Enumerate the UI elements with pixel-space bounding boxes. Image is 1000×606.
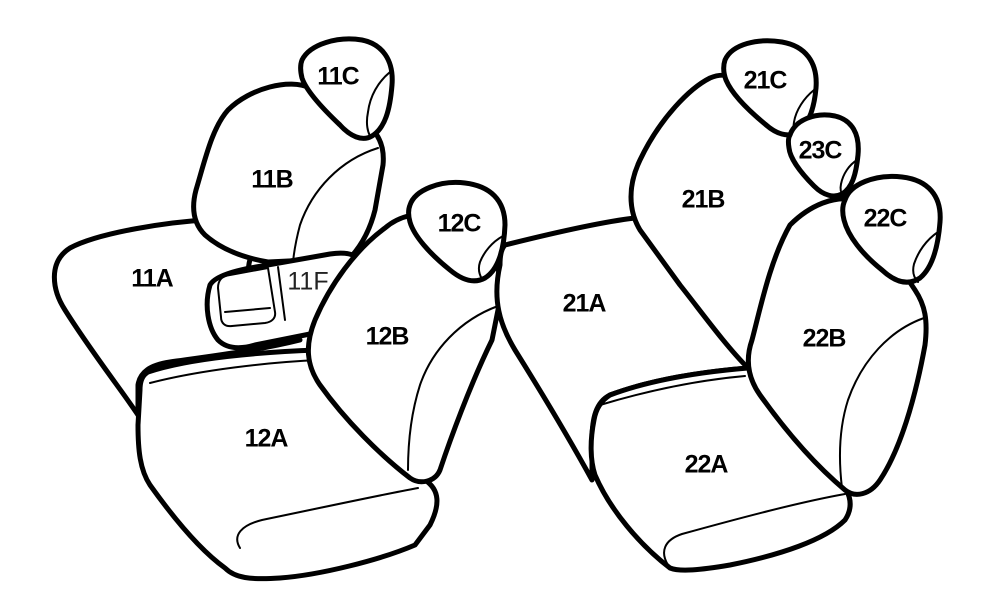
label-21C: 21C [744,67,788,95]
panel-12C [406,179,508,284]
backrest-line-22B [839,317,925,489]
armrest-divider [277,266,286,321]
label-21B: 21B [682,186,725,214]
cushion-line-12A-top [149,359,321,384]
headrest-line-12C [477,235,504,280]
panel-22C [840,173,943,285]
label-22B: 22B [803,325,846,353]
label-11B: 11B [251,166,292,194]
backrest-line-11B [292,147,379,263]
label-11A: 11A [131,265,173,293]
label-22C: 22C [864,205,908,233]
label-12A: 12A [245,425,289,453]
armrest-inner-line [224,307,271,313]
label-12B: 12B [366,323,409,351]
label-22A: 22A [685,451,729,479]
cushion-line-22A-front [663,493,846,566]
headrest-line-11C [365,71,391,137]
cushion-line-12A-front [236,487,419,549]
label-12C: 12C [438,210,482,238]
panel-11C [298,36,395,141]
backrest-line-12B [407,305,499,471]
label-23C: 23C [799,137,843,165]
rear-seat-group [494,38,943,573]
cushion-line-22A-top [599,375,746,406]
label-21A: 21A [563,290,607,318]
armrest-inner-panel [217,267,277,328]
label-11F: 11F [287,268,328,296]
headrest-line-22C [912,231,939,283]
front-seat-group [51,36,508,582]
label-11C: 11C [317,63,359,91]
headrest-line-23C [839,159,858,196]
